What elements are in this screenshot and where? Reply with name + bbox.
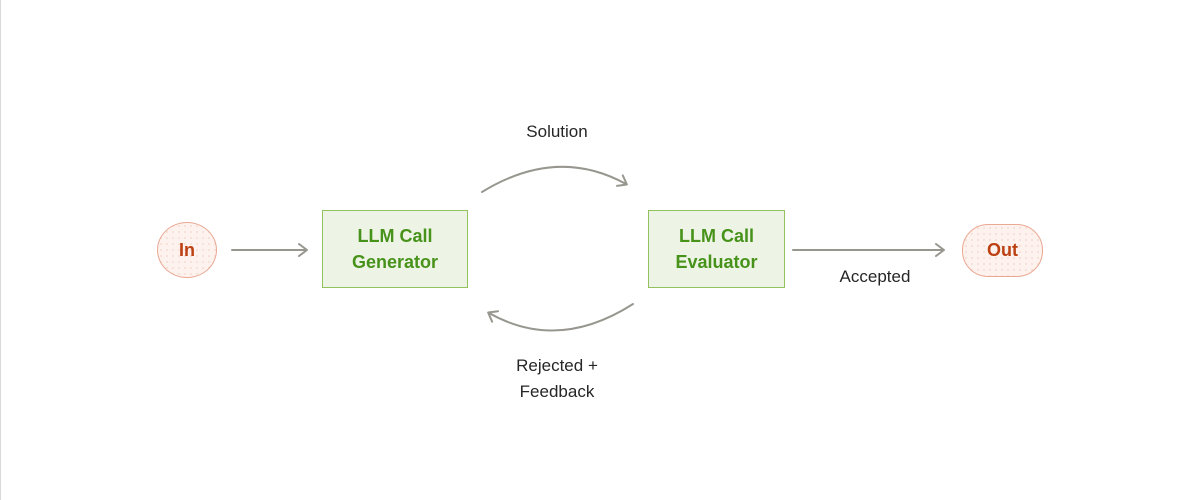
- node-evaluator-label: LLM Call Evaluator: [675, 226, 758, 272]
- node-out-label: Out: [987, 240, 1018, 260]
- edge-label-accepted: Accepted: [839, 267, 911, 286]
- node-in-label: In: [179, 239, 195, 260]
- node-llm-call-generator: LLM Call Generator: [322, 210, 468, 288]
- edge-label-solution: Solution: [526, 122, 588, 141]
- edge-label-rejected-feedback: Rejected + Feedback: [516, 356, 598, 401]
- node-generator-label: LLM Call Generator: [351, 226, 439, 272]
- node-llm-call-evaluator: LLM Call Evaluator: [648, 210, 785, 288]
- node-out: Out: [962, 224, 1043, 277]
- edge-evaluator-to-generator-arc: [487, 303, 634, 332]
- node-in: In: [157, 222, 217, 278]
- screen-left-edge: [0, 0, 1, 500]
- edge-generator-to-evaluator-arc: [481, 165, 628, 193]
